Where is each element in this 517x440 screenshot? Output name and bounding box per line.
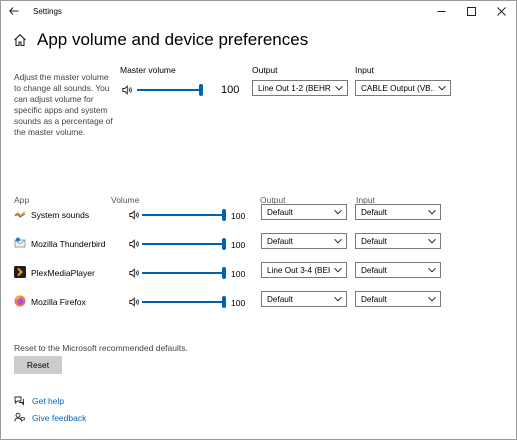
get-help-label: Get help xyxy=(32,395,65,406)
system-sounds-speaker-icon[interactable] xyxy=(129,210,140,220)
feedback-icon xyxy=(14,412,25,422)
slider-track xyxy=(137,89,203,91)
help-icon xyxy=(14,396,24,406)
chevron-down-icon xyxy=(334,238,342,244)
chevron-down-icon xyxy=(428,238,436,244)
slider-track xyxy=(142,214,226,216)
chevron-down-icon xyxy=(428,209,436,215)
master-output-label: Output xyxy=(252,65,278,75)
slider-thumb[interactable] xyxy=(222,267,226,279)
home-icon[interactable] xyxy=(13,33,27,47)
slider-thumb[interactable] xyxy=(222,209,226,221)
slider-track xyxy=(142,272,226,274)
firefox-volume-value: 100 xyxy=(231,298,246,308)
window-title: Settings xyxy=(33,6,62,16)
chevron-down-icon xyxy=(335,85,343,91)
app-name-system-sounds: System sounds xyxy=(31,210,90,220)
system-sounds-volume-value: 100 xyxy=(231,211,246,221)
slider-thumb[interactable] xyxy=(222,238,226,250)
slider-thumb[interactable] xyxy=(222,296,226,308)
master-volume-label: Master volume xyxy=(120,65,176,75)
input-column-header: Input xyxy=(356,195,375,205)
master-input-label: Input xyxy=(355,65,374,75)
select-value: Line Out 3-4 (BEH xyxy=(267,265,330,275)
plex-speaker-icon[interactable] xyxy=(129,268,140,278)
chevron-down-icon xyxy=(334,267,342,273)
chevron-down-icon xyxy=(334,296,342,302)
chevron-down-icon xyxy=(438,85,446,91)
select-value: Default xyxy=(267,207,293,217)
reset-description: Reset to the Microsoft recommended defau… xyxy=(14,343,188,353)
thunderbird-volume-slider[interactable] xyxy=(142,238,226,250)
output-column-header: Output xyxy=(260,195,286,205)
plex-volume-slider[interactable] xyxy=(142,267,226,279)
thunderbird-volume-value: 100 xyxy=(231,240,246,250)
plex-input-select[interactable]: Default xyxy=(355,262,441,278)
select-value: CABLE Output (VB... xyxy=(361,83,434,93)
maximize-button[interactable] xyxy=(456,1,486,21)
master-input-select[interactable]: CABLE Output (VB... xyxy=(355,80,451,96)
slider-track xyxy=(142,301,226,303)
plex-icon xyxy=(14,266,26,278)
get-help-link[interactable]: Get help xyxy=(14,395,64,406)
plex-output-select[interactable]: Line Out 3-4 (BEH xyxy=(261,262,347,278)
system-sounds-volume-slider[interactable] xyxy=(142,209,226,221)
page-title: App volume and device preferences xyxy=(37,30,309,49)
select-value: Default xyxy=(267,236,293,246)
master-output-select[interactable]: Line Out 1-2 (BEHR... xyxy=(252,80,348,96)
system-sounds-icon xyxy=(14,211,26,218)
maximize-icon xyxy=(466,6,476,16)
master-volume-slider[interactable] xyxy=(137,84,203,96)
firefox-icon xyxy=(14,295,26,307)
master-speaker-icon[interactable] xyxy=(122,85,133,95)
close-button[interactable] xyxy=(486,1,516,21)
system-sounds-input-select[interactable]: Default xyxy=(355,204,441,220)
firefox-output-select[interactable]: Default xyxy=(261,291,347,307)
give-feedback-link[interactable]: Give feedback xyxy=(14,412,86,423)
plex-volume-value: 100 xyxy=(231,269,246,279)
minimize-icon xyxy=(437,10,445,12)
firefox-speaker-icon[interactable] xyxy=(129,297,140,307)
select-value: Line Out 1-2 (BEHR... xyxy=(258,83,331,93)
volume-column-header: Volume xyxy=(111,195,140,205)
select-value: Default xyxy=(361,236,387,246)
select-value: Default xyxy=(361,207,387,217)
page-description: Adjust the master volume to change all s… xyxy=(14,72,113,137)
chevron-down-icon xyxy=(428,296,436,302)
give-feedback-label: Give feedback xyxy=(32,412,87,423)
back-arrow-icon xyxy=(9,7,19,15)
chevron-down-icon xyxy=(334,209,342,215)
thunderbird-speaker-icon[interactable] xyxy=(129,239,140,249)
app-name-plex: PlexMediaPlayer xyxy=(31,268,95,278)
select-value: Default xyxy=(361,265,387,275)
select-value: Default xyxy=(361,294,387,304)
app-name-thunderbird: Mozilla Thunderbird xyxy=(31,239,106,249)
thunderbird-input-select[interactable]: Default xyxy=(355,233,441,249)
reset-button[interactable]: Reset xyxy=(14,356,62,374)
firefox-volume-slider[interactable] xyxy=(142,296,226,308)
app-name-firefox: Mozilla Firefox xyxy=(31,297,86,307)
minimize-button[interactable] xyxy=(426,1,456,21)
app-column-header: App xyxy=(14,195,30,205)
close-icon xyxy=(496,6,506,16)
slider-track xyxy=(142,243,226,245)
system-sounds-output-select[interactable]: Default xyxy=(261,204,347,220)
thunderbird-icon xyxy=(14,237,26,248)
slider-thumb[interactable] xyxy=(199,84,203,96)
title-bar: Settings xyxy=(1,1,516,21)
firefox-input-select[interactable]: Default xyxy=(355,291,441,307)
select-value: Default xyxy=(267,294,293,304)
chevron-down-icon xyxy=(428,267,436,273)
master-volume-value: 100 xyxy=(221,84,240,96)
thunderbird-output-select[interactable]: Default xyxy=(261,233,347,249)
back-button[interactable] xyxy=(1,1,27,21)
